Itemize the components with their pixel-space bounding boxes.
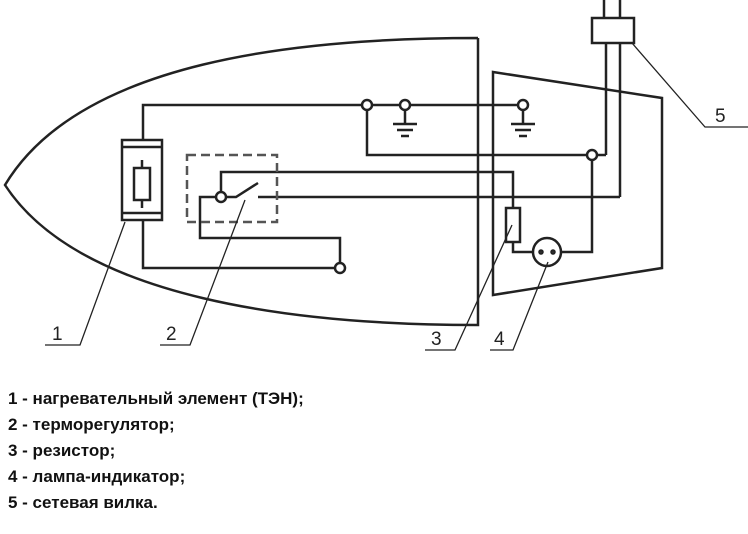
schematic: 1 2 3 4 5 [3, 0, 748, 351]
ground-icon [511, 110, 535, 138]
legend-item: 4 - лампа-индикатор; [8, 467, 186, 486]
callout-5: 5 [715, 106, 726, 127]
callout-1: 1 [52, 324, 63, 345]
legend-item: 3 - резистор; [8, 441, 116, 460]
leader-lines [45, 42, 748, 351]
plug [590, 0, 636, 197]
legend-item: 1 - нагревательный элемент (ТЭН); [8, 389, 304, 408]
callout-4: 4 [494, 329, 505, 350]
indicator-lamp [531, 236, 563, 268]
legend-item: 2 - терморегулятор; [8, 415, 175, 434]
terminals [214, 98, 599, 275]
wires [141, 103, 620, 270]
legend: 1 - нагревательный элемент (ТЭН); 2 - те… [8, 386, 304, 516]
iron-body-outline [3, 36, 480, 327]
legend-item: 5 - сетевая вилка. [8, 493, 158, 512]
resistor [504, 206, 522, 244]
callout-2: 2 [166, 324, 177, 345]
heating-element [120, 138, 164, 222]
ground-icon [393, 110, 417, 138]
callout-3: 3 [431, 329, 442, 350]
thermostat-dashed-box [185, 153, 279, 224]
